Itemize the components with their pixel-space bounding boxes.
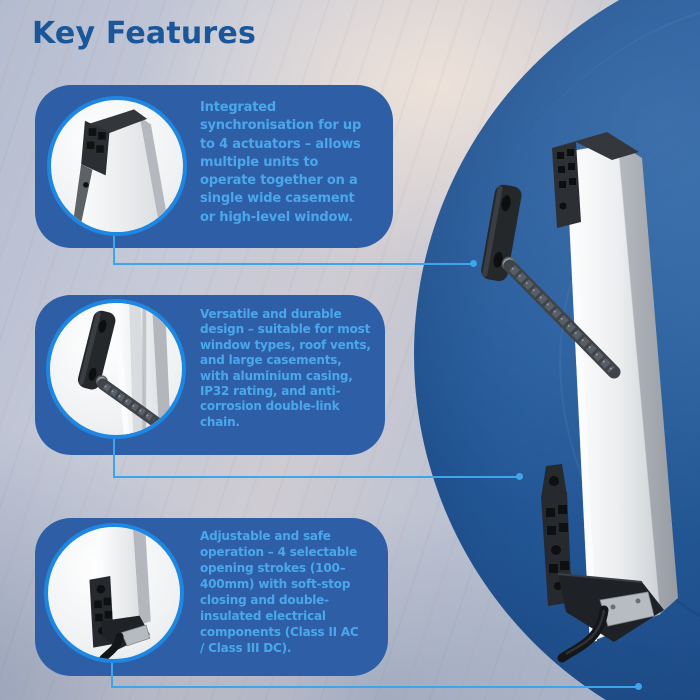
- page-title: Key Features: [32, 16, 257, 51]
- callout-line: [113, 437, 115, 478]
- callout-dot: [516, 473, 523, 480]
- callout-line: [113, 263, 473, 265]
- feature-text: Adjustable and safe operation – 4 select…: [200, 529, 359, 655]
- callout-line: [113, 234, 115, 264]
- callout-line: [111, 686, 638, 688]
- callout-dot: [470, 260, 477, 267]
- callout-line: [111, 660, 113, 688]
- callout-dot: [635, 683, 642, 690]
- photo-actuator-bottom-cable: [44, 523, 184, 663]
- photo-actuator-chain-arm: [46, 299, 186, 439]
- product-photo-window-actuator: [481, 132, 678, 663]
- photo-actuator-top-bracket: [47, 96, 187, 236]
- callout-line: [113, 476, 519, 478]
- feature-text: Integrated synchronisation for up to 4 a…: [200, 100, 362, 225]
- feature-text: Versatile and durable design – suitable …: [200, 307, 371, 429]
